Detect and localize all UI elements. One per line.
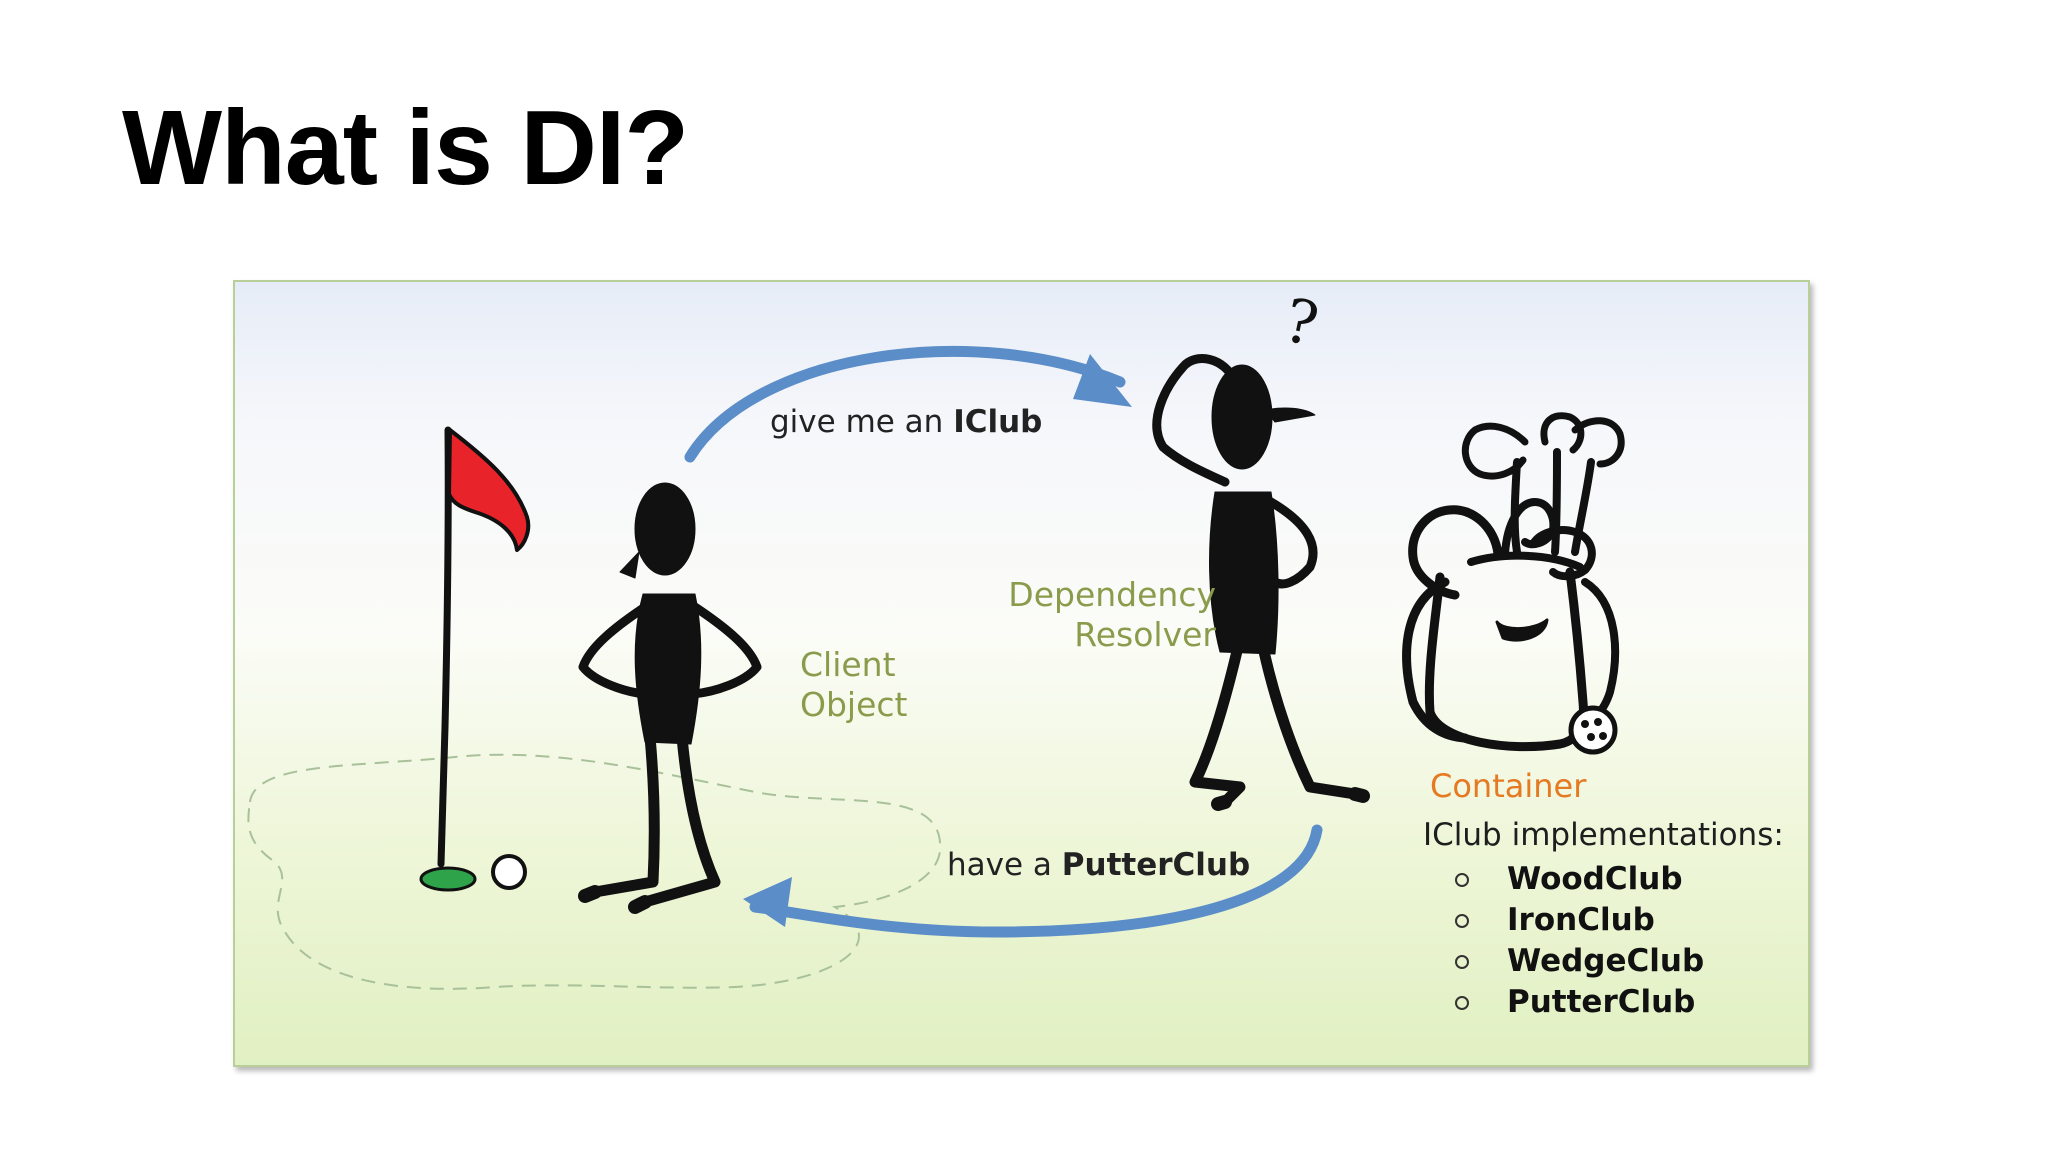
dependency-resolver-label: Dependency Resolver — [1008, 575, 1216, 654]
request-arrow — [684, 345, 1126, 463]
implementation-label: PutterClub — [1507, 984, 1696, 1020]
illustration-drawing — [247, 345, 1625, 990]
golf-ball-icon — [491, 854, 527, 890]
resolver-label-line1: Dependency — [1008, 575, 1216, 614]
di-golf-illustration: give me an IClub have a PutterClub Clien… — [233, 280, 1810, 1067]
implementation-label: IronClub — [1507, 902, 1655, 938]
client-stick-figure — [578, 482, 762, 914]
client-object-label: Client Object — [800, 645, 907, 724]
golf-bag-icon — [1402, 412, 1625, 755]
resolver-stick-figure — [1152, 354, 1370, 811]
request-label: give me an IClub — [770, 404, 1042, 441]
response-label-prefix: have a — [947, 847, 1062, 883]
response-label-class: PutterClub — [1061, 847, 1251, 883]
response-arrow — [749, 824, 1323, 938]
request-label-interface: IClub — [953, 404, 1043, 440]
resolver-label-line2: Resolver — [1074, 614, 1216, 654]
golf-flag-icon — [419, 426, 531, 892]
implementations-heading: IClub implementations: — [1423, 817, 1784, 853]
implementation-label: WoodClub — [1507, 861, 1683, 897]
client-label-line2: Object — [800, 684, 908, 724]
bullet-icon — [1455, 914, 1469, 928]
response-label: have a PutterClub — [947, 847, 1250, 884]
container-label: Container — [1430, 767, 1587, 805]
client-label-line1: Client — [800, 645, 896, 684]
putting-green-outline — [247, 753, 942, 990]
bullet-icon — [1455, 955, 1469, 969]
bullet-icon — [1455, 996, 1469, 1010]
slide-title: What is DI? — [122, 89, 689, 207]
request-label-prefix: give me an — [770, 404, 954, 440]
implementation-label: WedgeClub — [1507, 943, 1705, 979]
response-arrowhead — [743, 877, 792, 927]
request-arrowhead — [1073, 354, 1132, 407]
bullet-icon — [1455, 873, 1469, 887]
